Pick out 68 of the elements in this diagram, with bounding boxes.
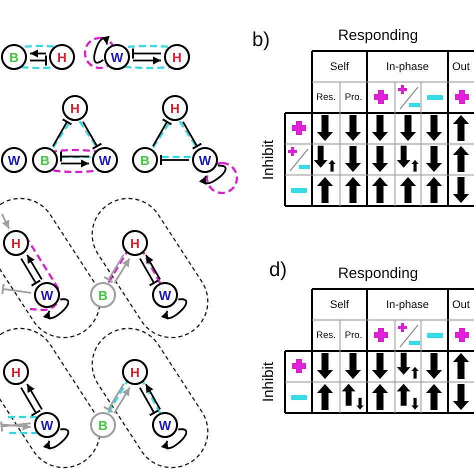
circle-node: H	[62, 95, 88, 121]
arrow	[114, 258, 130, 284]
column-header: Res.	[315, 328, 337, 342]
arrow	[162, 298, 188, 320]
arrow	[93, 36, 109, 64]
axis-title: Inhibit	[258, 138, 278, 182]
arrow	[44, 298, 70, 320]
inhibition-line	[152, 118, 172, 147]
arrow	[1, 214, 10, 229]
circle-node: W	[152, 412, 178, 438]
inhibition-line	[103, 254, 124, 284]
circle-node: B	[90, 412, 116, 438]
inhibition-line	[132, 48, 161, 60]
circle-node: H	[122, 230, 148, 256]
circle-node: W	[92, 147, 118, 173]
circle-node: W	[1, 147, 27, 173]
circle-node: W	[152, 282, 178, 308]
inhibition-line	[82, 121, 102, 150]
circle-node: W	[104, 44, 130, 70]
panel-label: d)	[268, 258, 288, 282]
inhibition-line	[1, 283, 32, 295]
circle-node: B	[32, 147, 58, 173]
arrow	[162, 428, 188, 450]
arrow	[114, 387, 130, 414]
panel-label: b)	[251, 28, 271, 52]
circle-node: B	[1, 44, 27, 70]
column-header: Out	[451, 60, 471, 74]
inhibition-line	[60, 150, 89, 162]
arrow	[44, 428, 70, 450]
circle-node: B	[132, 147, 158, 173]
circle-node: H	[164, 44, 190, 70]
column-header: Pro.	[344, 328, 364, 342]
circle-node: H	[122, 359, 148, 385]
circle-node: W	[34, 282, 60, 308]
inhibition-line	[20, 258, 42, 287]
axis-title: Responding	[336, 26, 420, 46]
arrow	[200, 164, 226, 185]
arrow	[26, 384, 43, 410]
arrow	[30, 50, 46, 58]
arrow	[145, 384, 161, 410]
circle-node: W	[34, 412, 60, 438]
inhibition-line	[20, 387, 42, 416]
column-header: In-phase	[385, 298, 430, 312]
circle-node: H	[3, 230, 29, 256]
arrow	[145, 254, 161, 280]
column-header: Out	[451, 298, 471, 312]
column-header: Res.	[315, 91, 337, 105]
inhibition-line	[160, 154, 189, 166]
column-header: Pro.	[344, 91, 364, 105]
inhibition-line	[103, 383, 124, 414]
arrow	[133, 56, 161, 64]
circle-node: W	[192, 147, 218, 173]
inhibition-line	[30, 54, 47, 66]
circle-node: H	[49, 44, 75, 70]
circle-node: B	[90, 282, 116, 308]
circle-node: H	[3, 359, 29, 385]
inhibition-line	[139, 387, 160, 416]
inhibition-line	[182, 121, 202, 150]
column-header: In-phase	[385, 60, 430, 74]
arrow	[26, 254, 43, 280]
axis-title: Inhibit	[258, 360, 278, 404]
axis-title: Responding	[336, 264, 420, 284]
circle-node: H	[162, 95, 188, 121]
inhibition-line	[52, 118, 72, 147]
column-header: Self	[329, 60, 350, 74]
arrow	[61, 160, 89, 168]
column-header: Self	[329, 298, 350, 312]
inhibition-line	[139, 258, 160, 286]
